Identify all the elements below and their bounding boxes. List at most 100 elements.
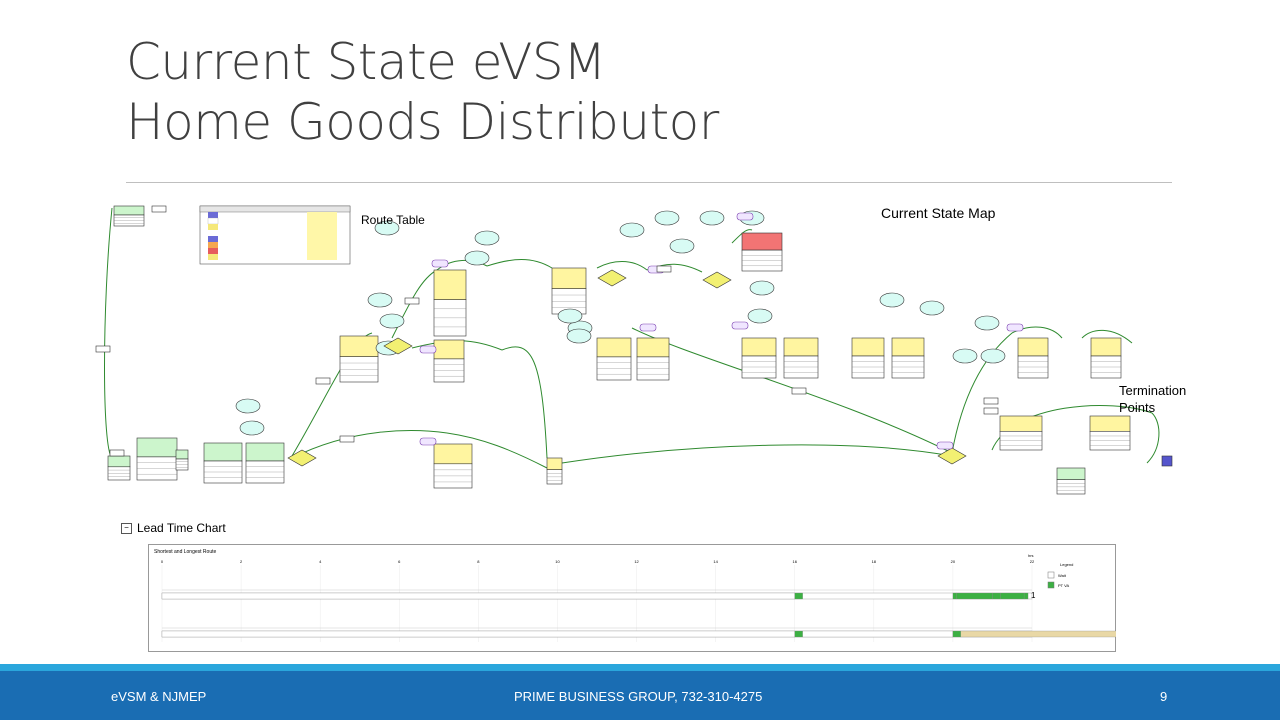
axis-tick-label-5: 10 bbox=[555, 559, 560, 564]
kaizen-cloud-18 bbox=[952, 348, 978, 364]
kaizen-cloud-19 bbox=[980, 348, 1006, 364]
axis-tick-label-7: 14 bbox=[713, 559, 718, 564]
process-box-13 bbox=[741, 232, 783, 251]
title-divider bbox=[126, 182, 1172, 183]
route-table-label: Route Table bbox=[361, 213, 425, 227]
process-box-2 bbox=[175, 449, 189, 460]
kaizen-cloud-11 bbox=[699, 210, 725, 226]
slide-title-line1: Current State eVSM bbox=[126, 33, 606, 91]
kaizen-cloud-21 bbox=[557, 308, 583, 324]
process-box-4 bbox=[245, 442, 285, 462]
inventory-box-0 bbox=[95, 345, 111, 353]
legend-label-1: PT VA bbox=[1058, 583, 1070, 588]
decision-diamond-3 bbox=[702, 271, 732, 289]
process-box-0 bbox=[107, 455, 131, 468]
process-box-11 bbox=[596, 337, 632, 358]
footer-accent-bar bbox=[0, 664, 1280, 671]
kaizen-cloud-6 bbox=[474, 230, 500, 246]
axis-tick-label-2: 4 bbox=[319, 559, 322, 564]
inventory-box-2 bbox=[315, 377, 331, 385]
route-tag-6 bbox=[936, 441, 954, 450]
process-box-15 bbox=[783, 337, 819, 357]
termination-label-line1: Termination bbox=[1119, 383, 1187, 398]
process-box-18 bbox=[1017, 337, 1049, 357]
legend-title: Legend bbox=[1060, 562, 1073, 567]
inventory-box-1 bbox=[109, 449, 125, 457]
inventory-box-6 bbox=[791, 387, 807, 395]
process-box-8 bbox=[551, 267, 587, 290]
inventory-box-5 bbox=[656, 265, 672, 273]
lead-time-chart-label: −Lead Time Chart bbox=[121, 521, 226, 535]
process-box-5 bbox=[339, 335, 379, 358]
route-0-segment-4 bbox=[992, 592, 1001, 600]
axis-tick-label-3: 6 bbox=[398, 559, 401, 564]
termination-marker bbox=[1161, 455, 1173, 467]
decision-diamond-2 bbox=[597, 269, 627, 287]
termination-points-label: Termination Points bbox=[1119, 382, 1186, 416]
collapse-icon[interactable]: − bbox=[121, 523, 132, 535]
route-1-segment-2 bbox=[802, 630, 954, 638]
axis-tick-label-10: 20 bbox=[951, 559, 956, 564]
inventory-box-4 bbox=[404, 297, 420, 305]
inventory-box-9 bbox=[151, 205, 167, 213]
decision-diamond-4 bbox=[937, 447, 967, 465]
process-box-17 bbox=[891, 337, 925, 357]
process-box-1 bbox=[136, 437, 178, 458]
route-1-segment-4 bbox=[960, 630, 1116, 638]
axis-tick-label-9: 18 bbox=[872, 559, 877, 564]
slide-title: Current State eVSM Home Goods Distributo… bbox=[126, 32, 1026, 152]
axis-tick-label-4: 8 bbox=[477, 559, 480, 564]
kaizen-cloud-8 bbox=[619, 222, 645, 238]
axis-unit-label: hrs bbox=[1028, 553, 1034, 558]
inventory-box-3 bbox=[339, 435, 355, 443]
footer-left-text: eVSM & NJMEP bbox=[111, 689, 207, 704]
kaizen-cloud-4 bbox=[239, 420, 265, 436]
axis-tick-label-1: 2 bbox=[240, 559, 243, 564]
process-box-3 bbox=[203, 442, 243, 462]
slide-footer: eVSM & NJMEP PRIME BUSINESS GROUP, 732-3… bbox=[0, 671, 1280, 720]
axis-tick-label-0: 0 bbox=[161, 559, 164, 564]
process-box-10 bbox=[546, 457, 563, 470]
route-tag-2 bbox=[419, 437, 437, 446]
kaizen-cloud-22 bbox=[566, 328, 592, 344]
kaizen-cloud-0 bbox=[367, 292, 393, 308]
legend-swatch-1 bbox=[1047, 581, 1055, 589]
kaizen-cloud-3 bbox=[235, 398, 261, 414]
lead-time-chart-label-text: Lead Time Chart bbox=[137, 521, 226, 535]
route-table bbox=[199, 205, 351, 265]
process-box-22 bbox=[1056, 467, 1086, 480]
route-1-segment-0 bbox=[161, 630, 795, 638]
kaizen-cloud-14 bbox=[747, 308, 773, 324]
lead-time-chart-title: Shortest and Longest Route bbox=[154, 549, 216, 555]
axis-tick-label-11: 22 bbox=[1030, 559, 1035, 564]
route-1-segment-1 bbox=[794, 630, 803, 638]
current-state-map-label: Current State Map bbox=[881, 205, 996, 221]
route-0-segment-1 bbox=[794, 592, 803, 600]
kaizen-cloud-1 bbox=[379, 313, 405, 329]
decision-diamond-0 bbox=[383, 337, 413, 355]
process-box-21 bbox=[1089, 415, 1131, 432]
kaizen-cloud-10 bbox=[669, 238, 695, 254]
kaizen-cloud-13 bbox=[749, 280, 775, 296]
process-box-19 bbox=[1090, 337, 1122, 357]
legend-swatch-0 bbox=[1047, 571, 1055, 579]
route-1-segment-3 bbox=[952, 630, 961, 638]
route-tag-0 bbox=[431, 259, 449, 268]
evsm-map-drawing bbox=[95, 205, 1173, 495]
process-box-6 bbox=[433, 269, 467, 301]
route-tag-1 bbox=[419, 345, 437, 354]
process-box-14 bbox=[741, 337, 777, 357]
process-box-12 bbox=[636, 337, 670, 358]
slide-title-line2: Home Goods Distributor bbox=[126, 93, 719, 151]
decision-diamond-1 bbox=[287, 449, 317, 467]
kaizen-cloud-9 bbox=[654, 210, 680, 226]
kaizen-cloud-7 bbox=[464, 250, 490, 266]
route-label-0: 1 bbox=[1031, 591, 1036, 600]
route-0-segment-0 bbox=[161, 592, 795, 600]
process-box-16 bbox=[851, 337, 885, 357]
legend-label-0: Wait bbox=[1058, 573, 1067, 578]
kaizen-cloud-5 bbox=[374, 220, 400, 236]
kaizen-cloud-16 bbox=[919, 300, 945, 316]
footer-center-text: PRIME BUSINESS GROUP, 732-310-4275 bbox=[514, 689, 763, 704]
